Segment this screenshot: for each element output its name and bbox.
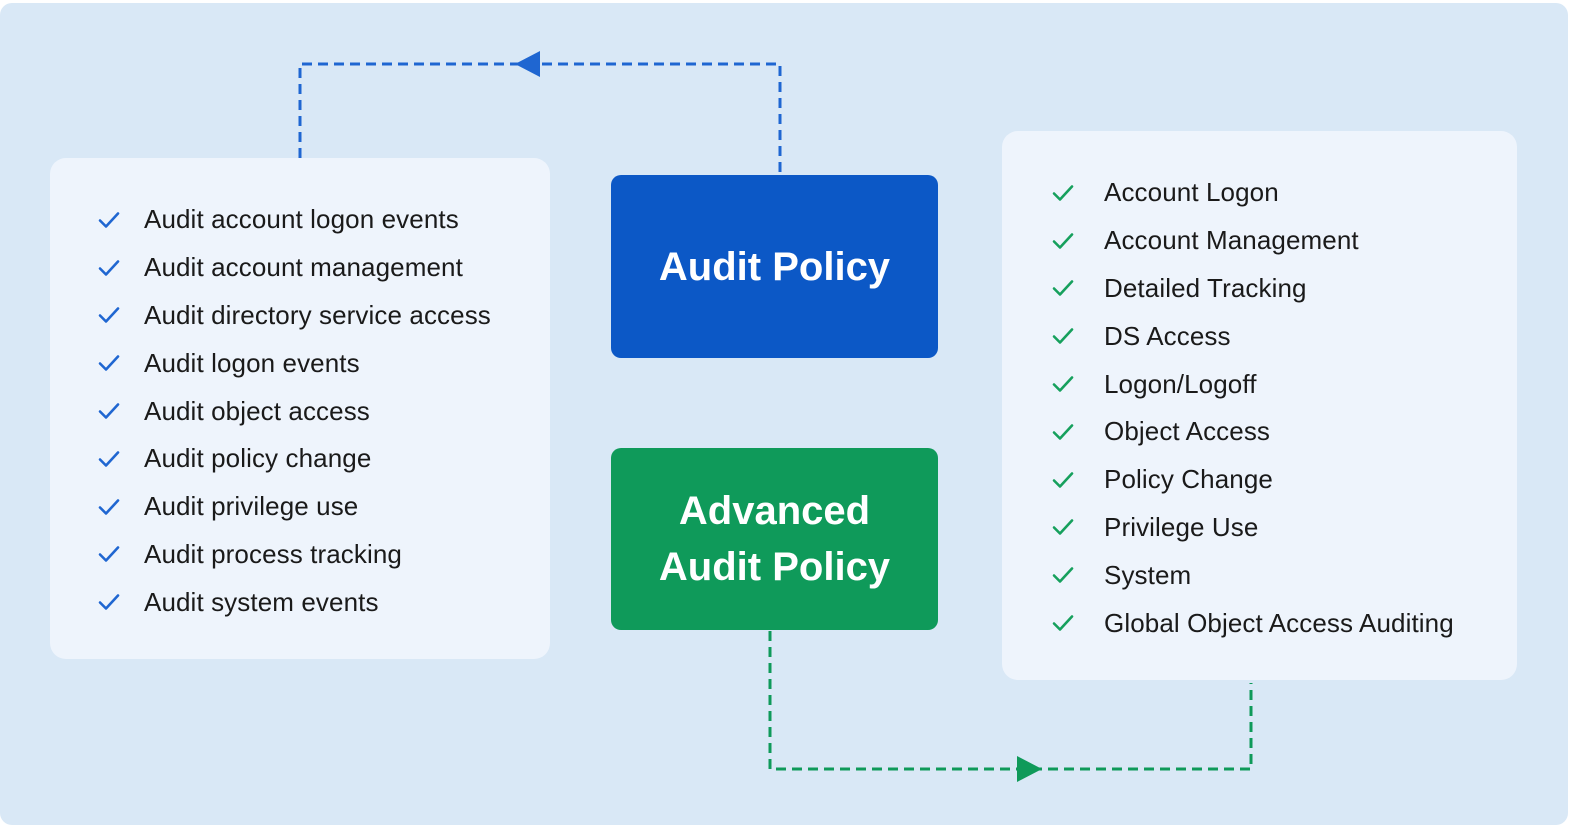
list-item-label: Privilege Use xyxy=(1104,511,1259,542)
checkmark-icon xyxy=(98,354,144,372)
checkmark-icon xyxy=(1052,184,1104,202)
list-item: Audit account management xyxy=(98,244,491,292)
list-item-label: Audit directory service access xyxy=(144,299,491,330)
list-item-label: Account Logon xyxy=(1104,177,1279,208)
list-item: Detailed Tracking xyxy=(1052,265,1454,313)
green-arrowhead-icon xyxy=(1017,756,1042,782)
list-item: Object Access xyxy=(1052,408,1454,456)
advanced-audit-policy-box: Advanced Audit Policy xyxy=(611,448,938,630)
list-item-label: Audit policy change xyxy=(144,443,372,474)
checkmark-icon xyxy=(98,402,144,420)
list-item-label: Audit process tracking xyxy=(144,538,402,569)
list-item: Account Management xyxy=(1052,217,1454,265)
checkmark-icon xyxy=(1052,375,1104,393)
green-connector-line xyxy=(768,631,1253,771)
checkmark-icon xyxy=(1052,232,1104,250)
list-item-label: Audit logon events xyxy=(144,347,360,378)
blue-arrowhead-icon xyxy=(515,51,540,77)
list-item: Global Object Access Auditing xyxy=(1052,599,1454,647)
list-item-label: Logon/Logoff xyxy=(1104,368,1257,399)
list-item-label: Detailed Tracking xyxy=(1104,272,1307,303)
list-item: Audit process tracking xyxy=(98,531,491,579)
list-item-label: Audit account management xyxy=(144,252,463,283)
checkmark-icon xyxy=(1052,327,1104,345)
list-item: Audit directory service access xyxy=(98,292,491,340)
list-item-label: Audit account logon events xyxy=(144,204,459,235)
list-item-label: Global Object Access Auditing xyxy=(1104,607,1454,638)
advanced-audit-policy-title-line2: Audit Policy xyxy=(658,545,891,589)
list-item-label: Object Access xyxy=(1104,416,1271,447)
list-item: Account Logon xyxy=(1052,169,1454,217)
list-item-label: Policy Change xyxy=(1104,464,1273,495)
list-item-label: Audit privilege use xyxy=(144,491,359,522)
list-item-label: Audit object access xyxy=(144,395,370,426)
checkmark-icon xyxy=(98,211,144,229)
checkmark-icon xyxy=(98,450,144,468)
audit-policy-box: Audit Policy xyxy=(611,175,938,358)
checkmark-icon xyxy=(1052,471,1104,489)
checkmark-icon xyxy=(98,306,144,324)
checkmark-icon xyxy=(1052,423,1104,441)
list-item: Audit object access xyxy=(98,387,491,435)
checkmark-icon xyxy=(1052,518,1104,536)
checkmark-icon xyxy=(98,498,144,516)
checkmark-icon xyxy=(1052,279,1104,297)
checkmark-icon xyxy=(1052,566,1104,584)
advanced-audit-policy-title-line1: Advanced xyxy=(678,489,871,533)
list-item-label: Account Management xyxy=(1104,225,1359,256)
checkmark-icon xyxy=(98,545,144,563)
list-item: Audit account logon events xyxy=(98,196,491,244)
list-item-label: Audit system events xyxy=(144,586,379,617)
checkmark-icon xyxy=(98,593,144,611)
list-item: Audit privilege use xyxy=(98,483,491,531)
list-item: DS Access xyxy=(1052,312,1454,360)
audit-policy-title: Audit Policy xyxy=(658,244,891,289)
list-item: Privilege Use xyxy=(1052,504,1454,552)
list-item-label: System xyxy=(1104,559,1192,590)
list-item-label: DS Access xyxy=(1104,320,1231,351)
list-item: Audit logon events xyxy=(98,339,491,387)
blue-connector-line xyxy=(298,62,782,172)
checkmark-icon xyxy=(1052,614,1104,632)
checkmark-icon xyxy=(98,259,144,277)
list-item: System xyxy=(1052,551,1454,599)
list-item: Audit system events xyxy=(98,578,491,626)
list-item: Audit policy change xyxy=(98,435,491,483)
list-item: Logon/Logoff xyxy=(1052,360,1454,408)
list-item: Policy Change xyxy=(1052,456,1454,504)
